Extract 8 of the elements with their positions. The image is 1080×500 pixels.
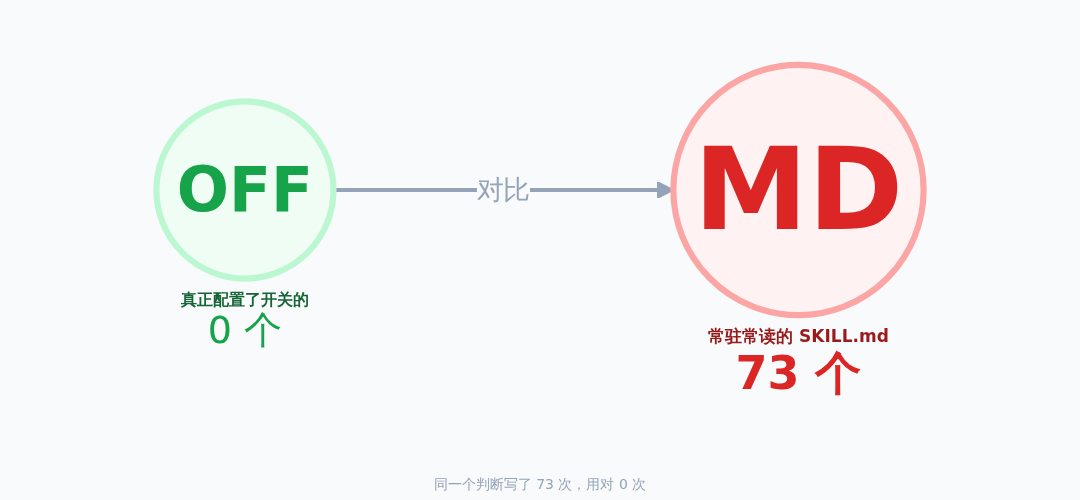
- node-circle: MD: [670, 61, 927, 319]
- edge-label: 对比: [476, 174, 531, 205]
- node-caption: 常驻常读的 SKILL.md: [708, 327, 889, 346]
- count-text: 73 个: [735, 347, 862, 399]
- count-text: 0 个: [207, 310, 283, 352]
- caption: 同一个判断写了 73 次，用对 0 次: [433, 476, 647, 494]
- node-circle: OFF: [153, 98, 337, 282]
- node-caption: 真正配置了开关的: [180, 290, 309, 309]
